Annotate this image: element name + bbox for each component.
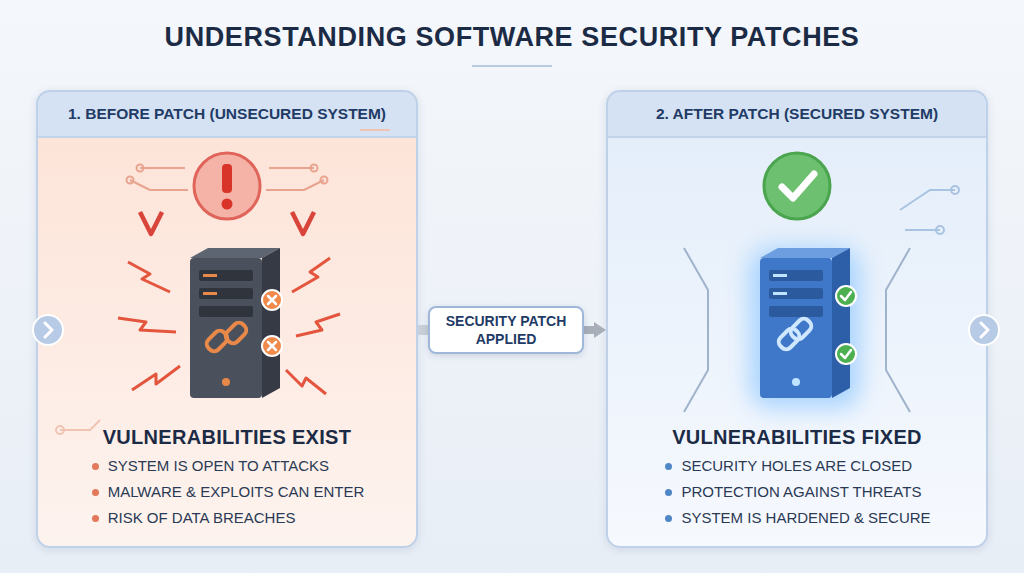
bullet-item: SYSTEM IS HARDENED & SECURE	[663, 505, 930, 531]
diagram-title: UNDERSTANDING SOFTWARE SECURITY PATCHES	[0, 22, 1024, 53]
connector-line	[584, 326, 596, 334]
panel-header: 1. BEFORE PATCH (UNSECURED SYSTEM)	[38, 92, 416, 136]
process-box: SECURITY PATCH APPLIED	[428, 306, 584, 354]
bullet-item: PROTECTION AGAINST THREATS	[663, 479, 930, 505]
bullet-column: SYSTEM IS OPEN TO ATTACKSMALWARE & EXPLO…	[90, 453, 365, 531]
bullet-item: SECURITY HOLES ARE CLOSED	[663, 453, 930, 479]
box-label: SECURITY PATCH APPLIED	[430, 312, 582, 348]
panel-header: 2. AFTER PATCH (SECURED SYSTEM)	[608, 92, 986, 136]
stage-panel: 2. AFTER PATCH (SECURED SYSTEM) VULNERABI…	[606, 90, 988, 548]
arrow-head	[594, 322, 606, 338]
connector-line	[418, 325, 428, 335]
bullet-column: SECURITY HOLES ARE CLOSEDPROTECTION AGAI…	[663, 453, 930, 531]
bullet-list: SYSTEM IS OPEN TO ATTACKSMALWARE & EXPLO…	[38, 453, 416, 531]
flow-connector	[584, 322, 606, 338]
panel-heading: VULNERABILITIES EXIST	[38, 426, 416, 449]
bullet-item: MALWARE & EXPLOITS CAN ENTER	[90, 479, 365, 505]
bullet-item: RISK OF DATA BREACHES	[90, 505, 365, 531]
title-underline	[472, 65, 552, 67]
flow-connector	[418, 330, 428, 331]
stage-panel: 1. BEFORE PATCH (UNSECURED SYSTEM) VULNER…	[36, 90, 418, 548]
bullet-item: SYSTEM IS OPEN TO ATTACKS	[90, 453, 365, 479]
panel-heading: VULNERABILITIES FIXED	[608, 426, 986, 449]
bullet-list: SECURITY HOLES ARE CLOSEDPROTECTION AGAI…	[608, 453, 986, 531]
